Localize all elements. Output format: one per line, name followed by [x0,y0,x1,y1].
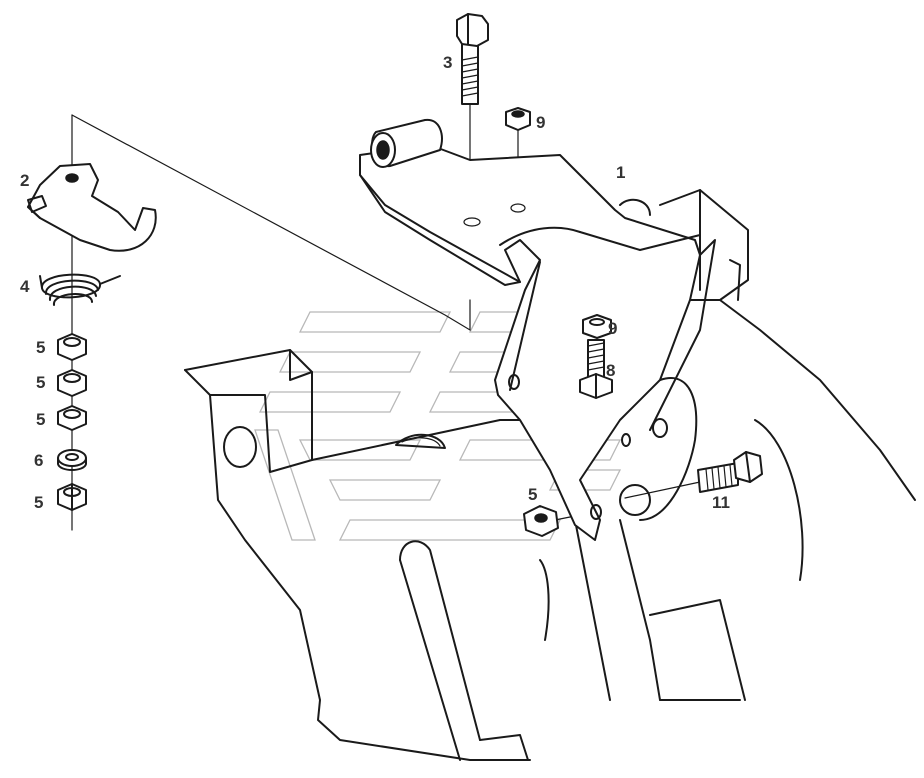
torsion-spring-part-4 [39,273,121,306]
washer-part-6 [57,449,87,471]
callout-9-mid: 9 [608,319,617,338]
callout-3: 3 [443,53,452,72]
callout-4: 4 [20,277,30,296]
callout-1: 1 [616,163,625,182]
nut-part-5-b [57,369,87,397]
nut-part-9-top [505,107,531,131]
stud-part-8 [579,339,613,399]
callout-2: 2 [20,171,29,190]
callout-5-e: 5 [528,485,537,504]
callout-6: 6 [34,451,43,470]
bracket-part-1 [359,118,716,541]
nut-part-5-a [57,333,87,361]
callout-5-a: 5 [36,338,45,357]
nut-part-5-e [523,505,559,537]
bolt-part-3 [456,13,489,105]
callout-5-b: 5 [36,373,45,392]
latch-plate-part-2 [27,163,157,252]
callout-11: 11 [712,493,730,512]
nut-washer-stack [57,333,87,511]
callouts: 1 2 3 4 5 5 5 6 5 9 9 8 5 11 [20,53,730,512]
nut-part-5-c [57,405,87,431]
engine-block [184,189,916,761]
callout-5-c: 5 [36,410,45,429]
callout-5-d: 5 [34,493,43,512]
nut-part-9-mid [582,314,612,339]
callout-9-top: 9 [536,113,545,132]
bolt-part-11 [697,451,763,493]
nut-part-5-d [57,483,87,511]
callout-8: 8 [606,361,615,380]
